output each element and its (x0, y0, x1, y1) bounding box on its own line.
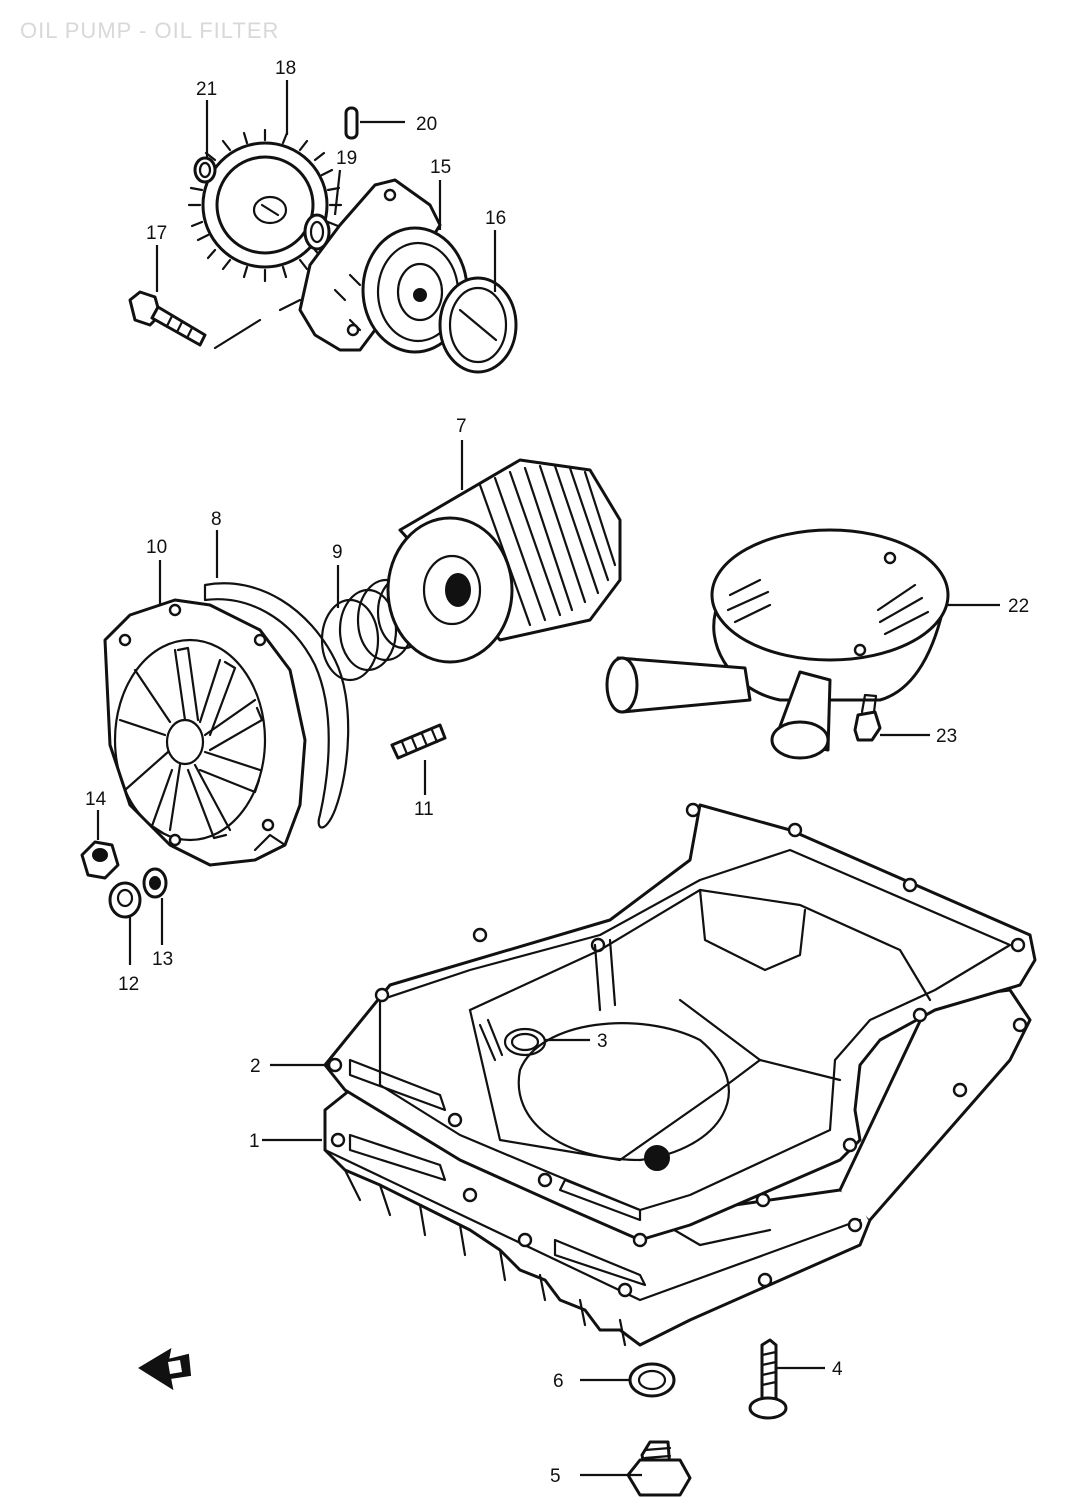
oil-filter-cover-part (103, 598, 307, 867)
filter-cover-o-ring-part (203, 582, 350, 829)
union-bolt-part (853, 693, 882, 742)
callout-21: 21 (196, 79, 217, 100)
callout-1: 1 (249, 1131, 260, 1152)
o-ring-part (503, 1027, 547, 1057)
callout-9: 9 (332, 542, 343, 563)
callout-18: 18 (275, 58, 296, 79)
callout-20: 20 (416, 114, 437, 135)
circlip-part (193, 156, 217, 184)
drain-plug-part (626, 1440, 692, 1497)
pin-part (344, 106, 359, 140)
oil-pan-interior (468, 888, 932, 1171)
callout-4: 4 (832, 1359, 843, 1380)
callout-12: 12 (118, 974, 139, 995)
oil-pipe-union-part (605, 528, 950, 760)
oil-pan-gasket-part (323, 802, 1037, 1248)
callout-16: 16 (485, 208, 506, 229)
leader-lines (96, 80, 1000, 1477)
callout-numbers: 1 2 3 4 5 6 7 8 9 10 11 12 13 14 15 16 1… (85, 58, 1029, 1487)
pump-gear-part (187, 128, 343, 283)
front-arrow-icon (138, 1347, 192, 1391)
callout-14: 14 (85, 789, 107, 810)
nut-part (108, 881, 142, 919)
callout-3: 3 (597, 1031, 608, 1052)
drain-gasket-part (628, 1362, 676, 1398)
callout-11: 11 (414, 799, 434, 820)
callout-17: 17 (146, 223, 167, 244)
callout-22: 22 (1008, 596, 1029, 617)
oil-filter-part (386, 458, 622, 664)
pan-bolt-part (748, 1338, 788, 1420)
pump-bolt-part (128, 290, 302, 350)
diagram-title: OIL PUMP - OIL FILTER (20, 18, 279, 43)
callout-15: 15 (430, 157, 451, 178)
callout-13: 13 (152, 949, 173, 970)
callout-2: 2 (250, 1056, 261, 1077)
callout-19: 19 (336, 148, 357, 169)
callout-5: 5 (550, 1466, 561, 1487)
stud-bolt-part (390, 723, 447, 760)
filter-washer-part (142, 867, 168, 899)
callout-23: 23 (936, 726, 957, 747)
callout-10: 10 (146, 537, 167, 558)
pump-gasket-part (438, 276, 518, 374)
cap-nut-part (80, 840, 120, 880)
callout-7: 7 (456, 416, 467, 437)
callout-8: 8 (211, 509, 222, 530)
washer-part (303, 213, 331, 251)
callout-6: 6 (553, 1371, 564, 1392)
